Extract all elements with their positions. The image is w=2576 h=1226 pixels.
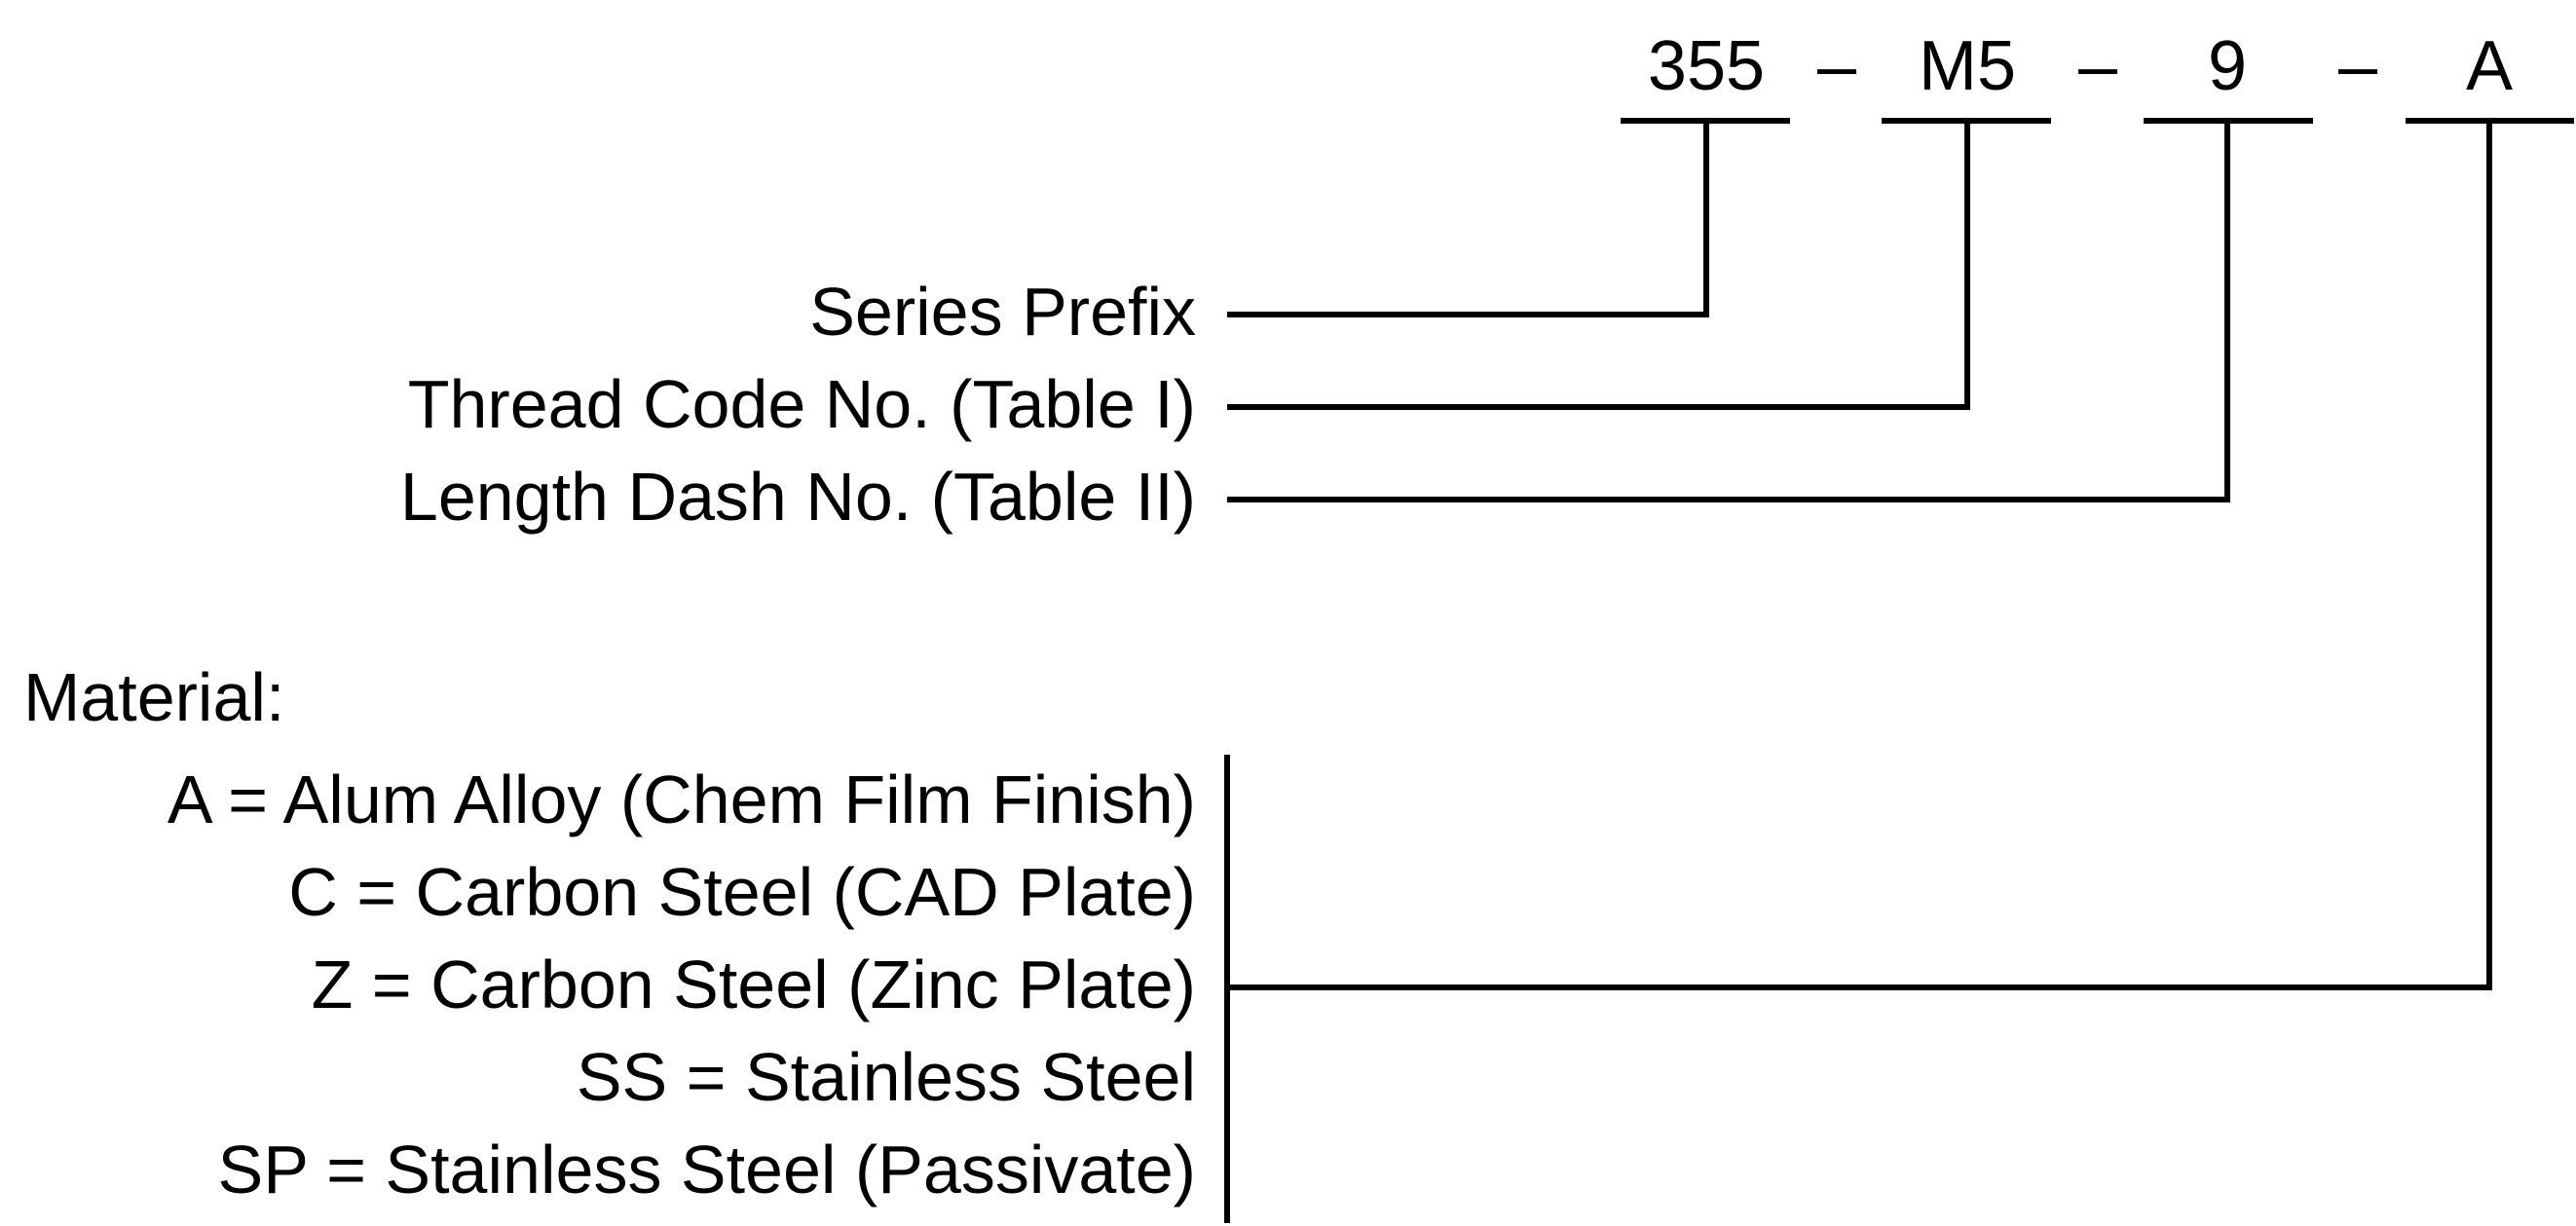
- leader-material: [1227, 121, 2492, 990]
- part-segment-series: 355: [1648, 27, 1765, 105]
- part-segment-thread: M5: [1919, 27, 2016, 105]
- leader-thread-code: [1227, 121, 1970, 410]
- label-length-dash: Length Dash No. (Table II): [400, 459, 1196, 535]
- part-separator: –: [1817, 27, 1857, 105]
- part-segment-length: 9: [2208, 27, 2247, 105]
- material-option: SS = Stainless Steel: [577, 1039, 1196, 1115]
- leader-length-dash: [1227, 121, 2230, 502]
- label-series-prefix: Series Prefix: [809, 274, 1196, 350]
- part-segment-material: A: [2466, 27, 2513, 105]
- material-option: Z = Carbon Steel (Zinc Plate): [312, 947, 1196, 1022]
- leader-series-prefix: [1227, 121, 1709, 317]
- label-thread-code: Thread Code No. (Table I): [408, 366, 1196, 442]
- part-separator: –: [2078, 27, 2118, 105]
- material-heading: Material:: [23, 659, 284, 735]
- material-option: A = Alum Alloy (Chem Film Finish): [168, 762, 1196, 837]
- part-separator: –: [2338, 27, 2378, 105]
- material-option: SP = Stainless Steel (Passivate): [218, 1132, 1196, 1207]
- material-option: C = Carbon Steel (CAD Plate): [288, 854, 1196, 930]
